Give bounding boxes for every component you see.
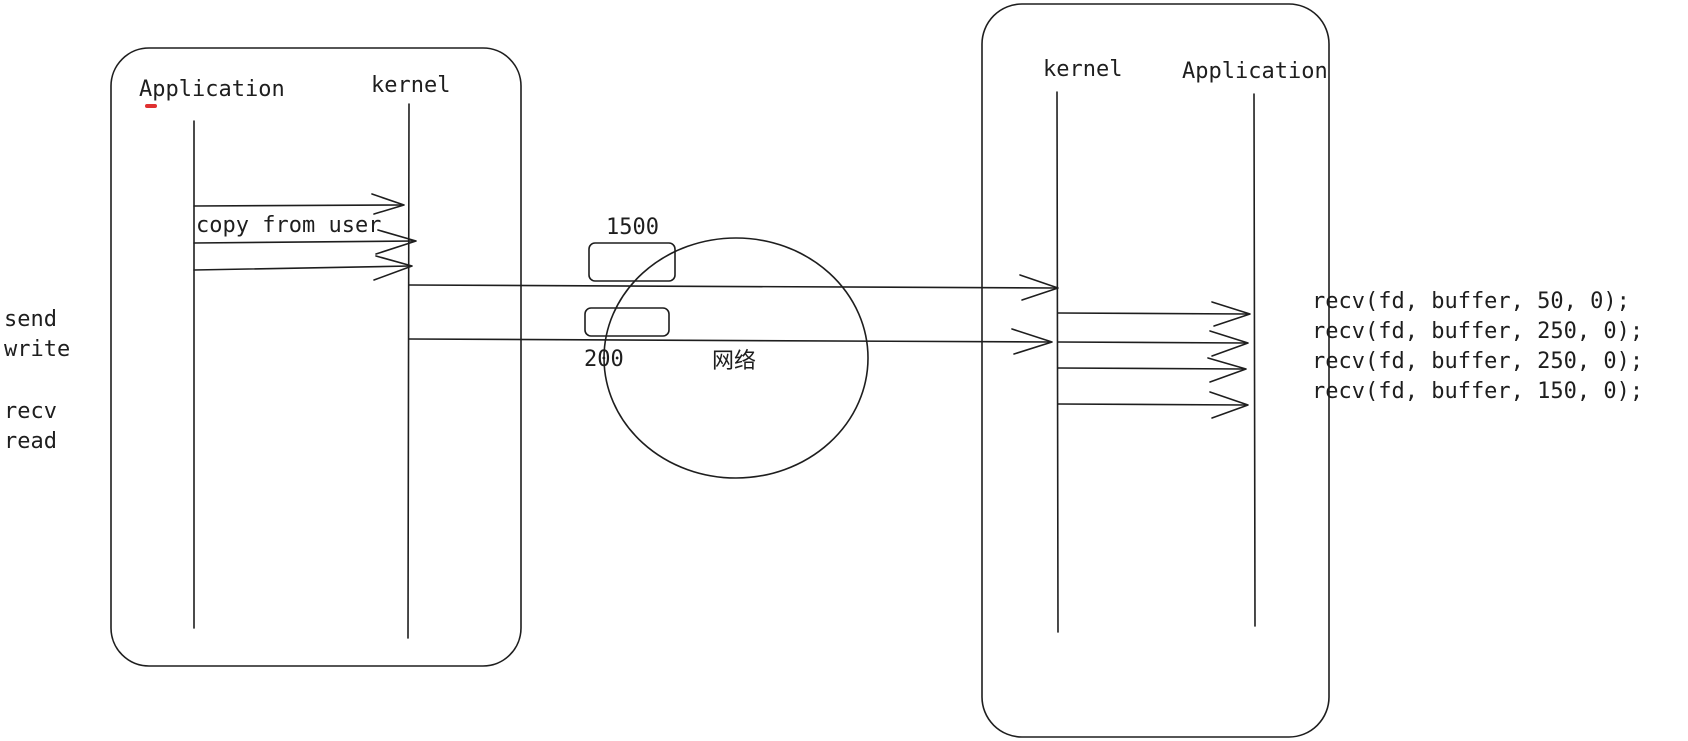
receiver-app-lifeline [1253,93,1256,627]
packet-large[interactable] [588,242,676,282]
recv-call-1: recv(fd, buffer, 50, 0); [1312,289,1630,314]
sender-kernel-lifeline [407,103,410,639]
network: 网络 1500 200 [408,215,1059,479]
receiver-host: kernel Application [981,3,1330,738]
sender-box[interactable] [110,47,522,667]
send-label: send [4,307,57,332]
network-cloud[interactable] [603,237,869,479]
transmit-arrow-2 [408,328,1053,355]
packet-small[interactable] [584,307,670,337]
cursor-mark [145,104,157,108]
receiver-kernel-lifeline [1056,91,1059,633]
recv-label: recv [4,399,57,424]
copy-arrow-1 [193,193,405,215]
receiver-app-label: Application [1182,59,1328,84]
read-label: read [4,429,57,454]
copy-arrow-2 [193,229,417,255]
sender-app-label: Application [139,77,285,102]
network-label: 网络 [712,349,756,374]
packet-small-label: 200 [584,347,624,372]
write-label: write [4,337,70,362]
api-labels: send write recv read [4,307,70,454]
deliver-arrow-2 [1057,330,1249,357]
recv-call-2: recv(fd, buffer, 250, 0); [1312,319,1643,344]
sender-kernel-label: kernel [371,73,450,98]
transmit-arrow-1 [408,274,1059,301]
deliver-arrow-1 [1057,301,1251,327]
recv-call-4: recv(fd, buffer, 150, 0); [1312,379,1643,404]
deliver-arrow-4 [1057,391,1249,419]
receiver-kernel-label: kernel [1043,57,1122,82]
deliver-arrow-3 [1057,357,1247,383]
recv-call-3: recv(fd, buffer, 250, 0); [1312,349,1643,374]
sender-host: Application kernel copy from user [110,47,522,667]
packet-large-label: 1500 [606,215,659,240]
copy-from-user-label: copy from user [196,213,381,238]
recv-calls: recv(fd, buffer, 50, 0); recv(fd, buffer… [1312,289,1643,404]
copy-arrow-3 [193,255,413,281]
receiver-box[interactable] [981,3,1330,738]
